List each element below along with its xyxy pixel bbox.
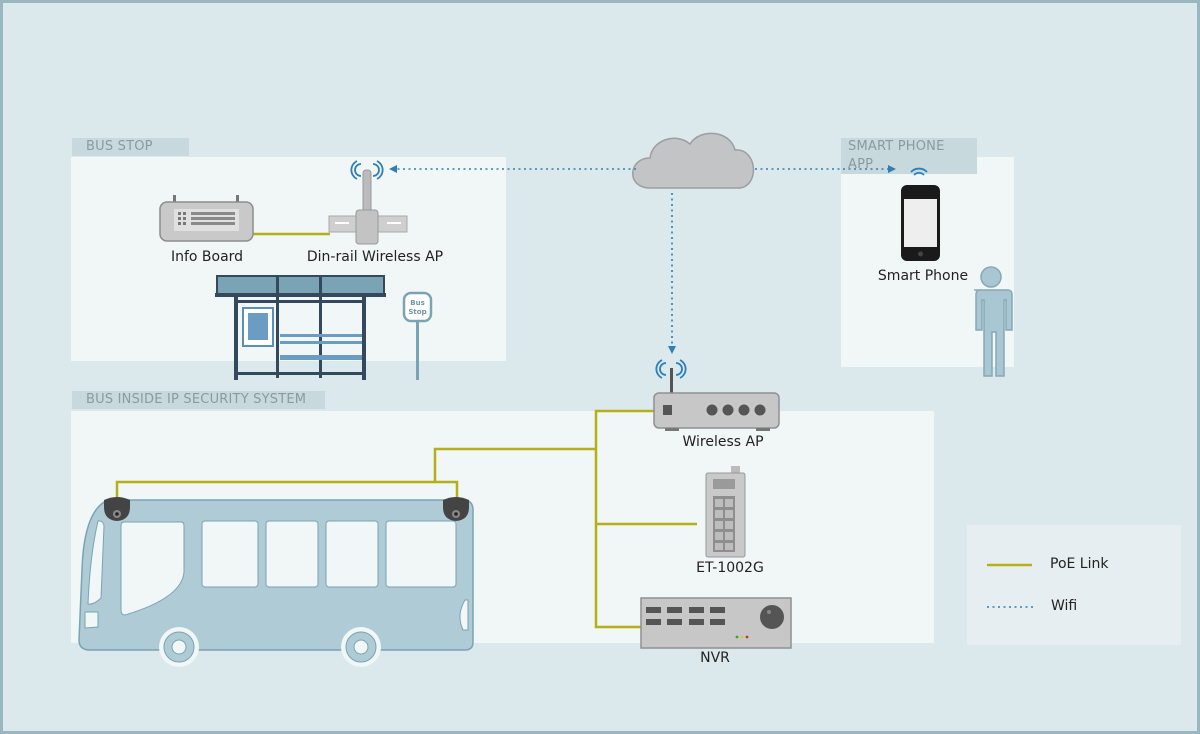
din-rail-ap-icon	[328, 160, 408, 245]
wireless-ap-icon	[653, 359, 780, 431]
diagram-canvas: Bus Stop	[78, 132, 1013, 667]
smart-phone-label: Smart Phone	[877, 268, 969, 284]
info-board-label: Info Board	[170, 249, 244, 265]
bus-stop-title: BUS STOP	[72, 138, 189, 156]
info-board-icon	[159, 195, 254, 242]
bus-stop-sign-icon: Bus Stop	[402, 291, 433, 380]
smart-phone-app-title: SMART PHONE APP	[841, 138, 977, 174]
svg-text:Stop: Stop	[408, 308, 426, 316]
legend-poe-label: PoE Link	[1050, 556, 1109, 572]
bus-wheel-front	[159, 627, 199, 667]
bus-wheel-rear	[341, 627, 381, 667]
legend-wifi-label: Wifi	[1051, 598, 1078, 614]
switch-icon	[705, 466, 746, 558]
switch-label: ET-1002G	[696, 560, 764, 576]
poe-links	[115, 232, 697, 629]
wifi-signal-icon	[910, 167, 928, 176]
nvr-icon	[640, 597, 792, 649]
bus-icon	[78, 499, 474, 667]
wireless-ap-label: Wireless AP	[682, 434, 764, 450]
legend-swatches	[987, 563, 1034, 608]
cloud-icon	[632, 132, 755, 189]
wifi-signal-icon	[655, 359, 687, 379]
svg-text:Bus: Bus	[410, 299, 425, 307]
wifi-signal-icon	[350, 160, 384, 180]
dome-camera-icon	[443, 497, 469, 521]
bus-inside-title: BUS INSIDE IP SECURITY SYSTEM	[72, 391, 325, 409]
legend: PoE Link Wifi	[967, 525, 1181, 645]
bus-stop-panel	[71, 157, 506, 361]
bus-shelter-icon	[215, 275, 386, 380]
person-icon	[974, 266, 1013, 377]
din-rail-ap-label: Din-rail Wireless AP	[306, 249, 444, 265]
smart-phone-icon	[901, 167, 940, 261]
dome-camera-icon	[104, 497, 130, 521]
nvr-label: NVR	[700, 650, 730, 666]
